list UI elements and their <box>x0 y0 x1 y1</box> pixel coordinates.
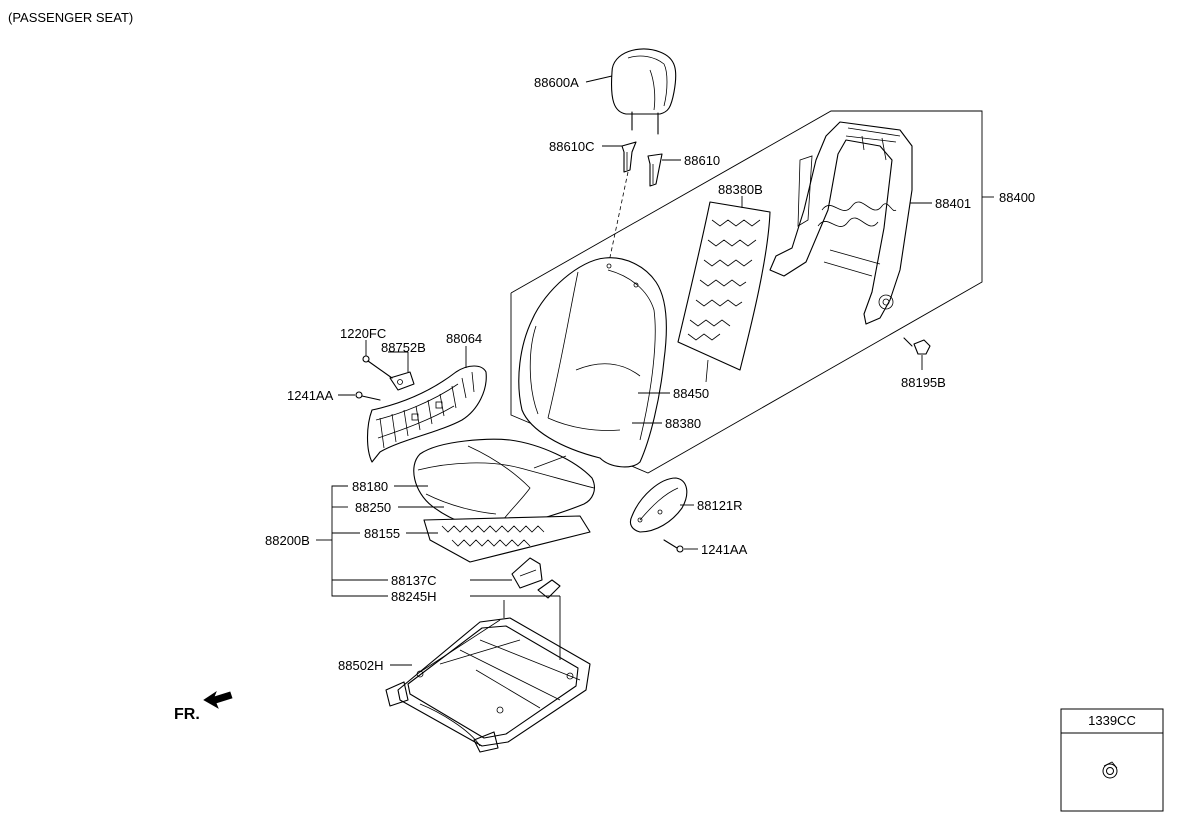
callout-back-cover[interactable]: 88380 <box>665 416 701 431</box>
callout-back-heater-pad[interactable]: 88380B <box>718 182 763 197</box>
callout-cushion-frame[interactable]: 88502H <box>338 658 384 673</box>
callout-side-bracket[interactable]: 88752B <box>381 340 426 355</box>
frame-bolt-shape[interactable] <box>903 337 931 355</box>
callout-frame-bolt[interactable]: 88195B <box>901 375 946 390</box>
callout-shield-screw-left[interactable]: 1241AA <box>287 388 334 403</box>
callout-headrest[interactable]: 88600A <box>534 75 579 90</box>
callout-inner-shield[interactable]: 88121R <box>697 498 743 513</box>
cushion-heater-shape[interactable] <box>423 515 591 563</box>
headrest-guide-right-shape[interactable] <box>647 153 663 187</box>
screw-upper-shape[interactable] <box>362 355 393 379</box>
callout-cushion-bracket-h[interactable]: 88245H <box>391 589 437 604</box>
front-arrow-icon <box>203 690 233 709</box>
side-bracket-shape[interactable] <box>389 371 415 391</box>
callout-back-frame-assy[interactable]: 88400 <box>999 190 1035 205</box>
callout-headrest-guide-right[interactable]: 88610 <box>684 153 720 168</box>
back-heater-pad-shape[interactable] <box>677 201 771 383</box>
callout-shield-screw-right[interactable]: 1241AA <box>701 542 748 557</box>
seat-cushion-shape[interactable] <box>413 438 595 531</box>
shield-screw-right-shape[interactable] <box>663 539 684 553</box>
callout-screw-upper[interactable]: 1220FC <box>340 326 386 341</box>
legend-part-number: 1339CC <box>1088 713 1136 728</box>
callout-cushion-bracket[interactable]: 88137C <box>391 573 437 588</box>
diagram-title: (PASSENGER SEAT) <box>8 10 133 25</box>
callout-headrest-guide-left[interactable]: 88610C <box>549 139 595 154</box>
callout-cushion-heater[interactable]: 88155 <box>364 526 400 541</box>
cushion-frame-shape[interactable] <box>385 617 591 753</box>
back-assembly-outline <box>510 110 983 474</box>
cushion-bracket-shape[interactable] <box>511 557 543 589</box>
seat-back-shape[interactable] <box>518 257 667 468</box>
callout-cushion-cover[interactable]: 88180 <box>352 479 388 494</box>
headrest-shape[interactable] <box>610 48 677 135</box>
front-direction-indicator: FR. <box>174 690 233 723</box>
headrest-guide-left-shape[interactable] <box>621 141 637 173</box>
callout-back-frame[interactable]: 88401 <box>935 196 971 211</box>
back-frame-shape[interactable] <box>769 121 913 325</box>
callout-back-pad[interactable]: 88450 <box>673 386 709 401</box>
callout-cushion-assy[interactable]: 88200B <box>265 533 310 548</box>
callout-side-shield[interactable]: 88064 <box>446 331 482 346</box>
shield-screw-left-shape[interactable] <box>355 391 381 401</box>
callout-cushion-pad[interactable]: 88250 <box>355 500 391 515</box>
cushion-bracket-h-shape[interactable] <box>537 579 561 599</box>
front-direction-label: FR. <box>174 706 200 723</box>
inner-shield-shape[interactable] <box>629 477 688 533</box>
legend-box: 1339CC <box>1060 708 1164 812</box>
nut-icon <box>1102 761 1118 779</box>
side-shield-shape[interactable] <box>366 365 487 463</box>
